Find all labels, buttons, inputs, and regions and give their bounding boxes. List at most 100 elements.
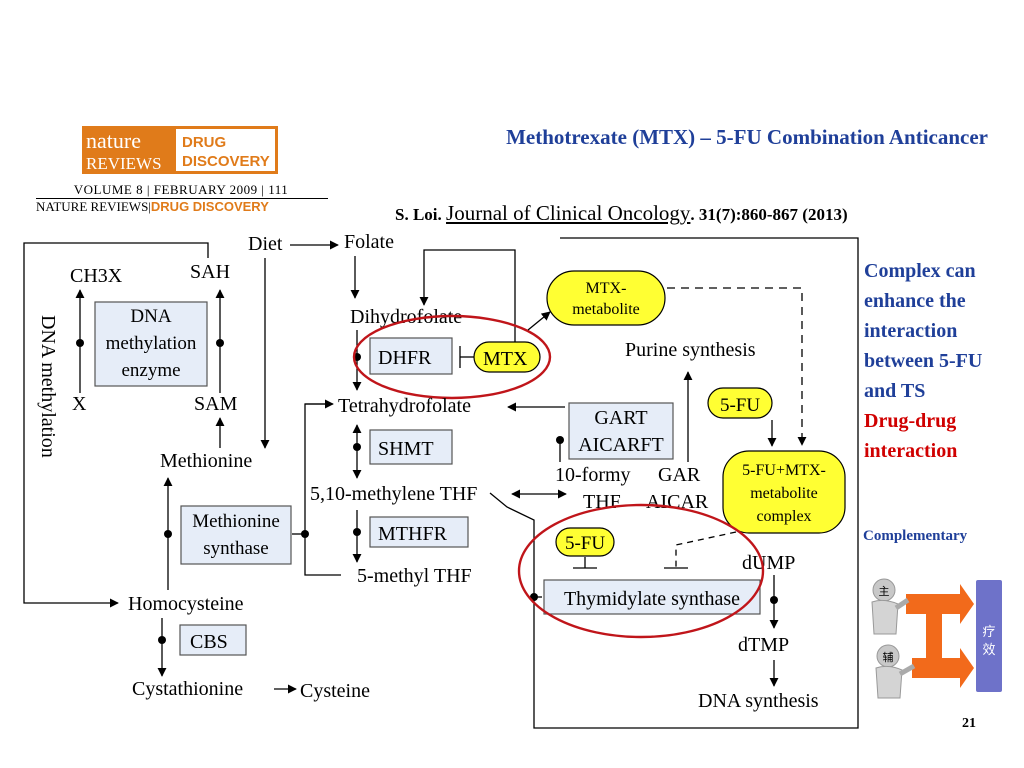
aux-arrow-shape bbox=[912, 648, 974, 688]
gart-node bbox=[556, 436, 564, 444]
mtx-metabolite-line1: MTX- bbox=[586, 280, 627, 297]
citation: S. Loi. Journal of Clinical Oncology. 31… bbox=[395, 201, 848, 226]
complex-ts-dashed-line bbox=[675, 531, 737, 568]
dhfr-label: DHFR bbox=[378, 347, 432, 369]
aicarft-label: AICARFT bbox=[578, 434, 664, 456]
efficacy-bar bbox=[976, 580, 1002, 692]
complex-line1: 5-FU+MTX- bbox=[742, 462, 826, 479]
nature-reviews-logo: nature REVIEWS DRUG DISCOVERY bbox=[82, 126, 278, 174]
gart-aicarft-box bbox=[568, 402, 674, 460]
ts-fu-highlight bbox=[517, 503, 765, 639]
tetrahydrofolate-label: Tetrahydrofolate bbox=[338, 395, 471, 417]
fu-label-bottom: 5-FU bbox=[565, 533, 605, 554]
main-person-body bbox=[871, 599, 899, 635]
dihydrofolate-label: Dihydrofolate bbox=[350, 306, 462, 328]
purine-synthesis-label: Purine synthesis bbox=[625, 339, 756, 361]
methylene-thf-label: 5,10-methylene THF bbox=[310, 483, 477, 505]
dna-enzyme-line2: methylation bbox=[106, 333, 197, 354]
sam-label: SAM bbox=[194, 393, 238, 415]
efficacy-char-1: 疗 bbox=[982, 625, 995, 640]
complex-enhance-text: Complex can enhance the interaction betw… bbox=[864, 260, 983, 402]
thymidylate-synthase-box bbox=[543, 579, 761, 615]
met-synthase-node bbox=[164, 530, 172, 538]
frame-lines bbox=[23, 237, 859, 729]
folate-label: Folate bbox=[344, 231, 394, 253]
citation-journal-link[interactable]: Journal of Clinical Oncology bbox=[446, 201, 691, 225]
complex-line3: complex bbox=[756, 508, 811, 525]
fu-label-top: 5-FU bbox=[720, 395, 760, 416]
dna-enzyme-line3: enzyme bbox=[121, 360, 180, 381]
main-person-char: 主 bbox=[879, 585, 890, 598]
gar-label: GAR bbox=[658, 464, 701, 486]
citation-details: . 31(7):860-867 (2013) bbox=[690, 205, 848, 224]
dna-enzyme-left-node bbox=[76, 339, 84, 347]
dna-enzyme-line1: DNA bbox=[130, 306, 171, 327]
met-synthase-thf-node bbox=[301, 530, 309, 538]
volume-divider bbox=[36, 198, 328, 199]
main-person-arm bbox=[894, 597, 910, 611]
met-synthase-line2: synthase bbox=[203, 538, 268, 559]
cbs-label: CBS bbox=[190, 631, 228, 653]
logo-reviews: REVIEWS bbox=[86, 154, 162, 173]
ch3x-label: CH3X bbox=[70, 265, 123, 287]
nr-label: NATURE REVIEWS bbox=[36, 199, 149, 214]
dna-methylation-vertical-label: DNA methylation bbox=[37, 315, 59, 458]
shmt-node bbox=[353, 443, 361, 451]
page-number: 21 bbox=[962, 716, 976, 731]
fu-pill-bottom bbox=[555, 527, 615, 557]
fu-mtx-complex-pill bbox=[722, 450, 846, 534]
mtx-to-metabolite-arrow bbox=[527, 311, 551, 331]
cysteine-label: Cysteine bbox=[300, 680, 370, 702]
side-annotation: Complex can enhance the interaction betw… bbox=[864, 256, 1004, 466]
mthfr-node bbox=[353, 528, 361, 536]
shmt-label: SHMT bbox=[378, 438, 434, 460]
aux-person-char: 辅 bbox=[883, 650, 894, 664]
volume-line: VOLUME 8 | FEBRUARY 2009 | 111 bbox=[73, 182, 289, 197]
homocysteine-label: Homocysteine bbox=[128, 593, 244, 615]
x-label: X bbox=[72, 393, 87, 415]
slide-title: Methotrexate (MTX) – 5-FU Combination An… bbox=[506, 125, 988, 149]
dump-label: dUMP bbox=[742, 552, 795, 574]
methionine-label: Methionine bbox=[160, 450, 252, 472]
dna-methylation-enzyme-box bbox=[94, 301, 208, 387]
shmt-box bbox=[369, 429, 453, 465]
gart-label: GART bbox=[594, 407, 647, 429]
mtx-label: MTX bbox=[483, 348, 528, 370]
diet-label: Diet bbox=[248, 233, 283, 255]
logo-drug: DRUG bbox=[182, 134, 226, 151]
drug-drug-interaction-text: Drug-drug interaction bbox=[864, 410, 958, 462]
nr-dd-line: NATURE REVIEWS|DRUG DISCOVERY bbox=[36, 199, 269, 214]
fu-pill-top bbox=[707, 387, 773, 419]
main-arrow-shape bbox=[906, 584, 974, 624]
logo-nature: nature bbox=[86, 128, 141, 153]
mthfr-box bbox=[369, 516, 469, 548]
mthfr-label: MTHFR bbox=[378, 523, 448, 545]
complementary-cartoon: 疗 效 主 辅 bbox=[871, 578, 1002, 699]
dhfr-box bbox=[369, 337, 453, 375]
methyl-thf-label: 5-methyl THF bbox=[357, 565, 472, 587]
logo-white-panel bbox=[176, 129, 275, 171]
aux-person-arm bbox=[898, 663, 916, 677]
citation-author: S. Loi. bbox=[395, 205, 442, 224]
complementary-label: Complementary bbox=[863, 528, 968, 544]
sah-label: SAH bbox=[190, 261, 230, 283]
mtx-metabolite-line2: metabolite bbox=[572, 301, 640, 318]
met-synthase-line1: Methionine bbox=[192, 511, 280, 532]
ts-right-node bbox=[770, 596, 778, 604]
ts-dihydrofolate-arrow bbox=[419, 249, 516, 358]
dd-label: DRUG DISCOVERY bbox=[150, 199, 269, 214]
connector-arrow-shape bbox=[926, 612, 942, 664]
cystathionine-label: Cystathionine bbox=[132, 678, 243, 700]
complex-line2: metabolite bbox=[750, 485, 818, 502]
dna-synthesis-label: DNA synthesis bbox=[698, 690, 819, 712]
mtx-pill bbox=[473, 341, 541, 373]
thymidylate-synthase-label: Thymidylate synthase bbox=[564, 588, 740, 610]
logo-discovery: DISCOVERY bbox=[182, 153, 270, 170]
cbs-box bbox=[179, 624, 247, 656]
dtmp-label: dTMP bbox=[738, 634, 789, 656]
formy-label-line2: THF bbox=[583, 491, 621, 513]
dhfr-mtx-highlight bbox=[352, 314, 552, 400]
mtx-metabolite-pill bbox=[546, 270, 666, 326]
metabolite-complex-dashed-arrow bbox=[667, 287, 807, 446]
